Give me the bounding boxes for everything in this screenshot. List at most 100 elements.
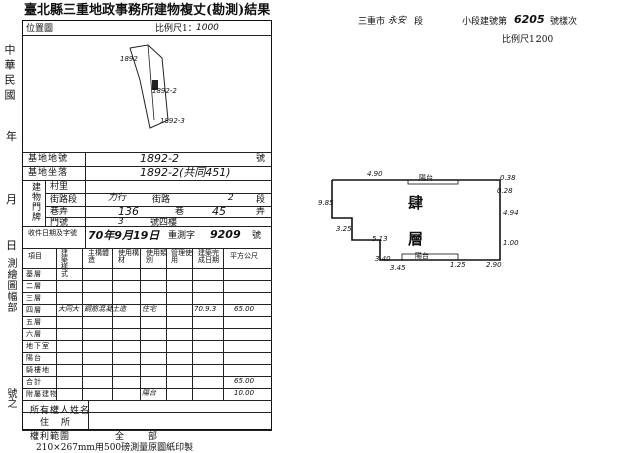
table-column-rule xyxy=(223,248,224,400)
table-column-rule xyxy=(56,248,57,400)
balcony-top-mark xyxy=(407,179,459,185)
rights-label: 權利範圍 xyxy=(30,432,71,442)
table-row-item: 陽台 xyxy=(26,354,42,362)
street-value2: 街路 xyxy=(152,195,171,205)
door-suffix: 號四樓 xyxy=(150,218,178,228)
position-map-label: 位置圖 xyxy=(26,24,54,34)
table-row-item: 六層 xyxy=(26,330,42,338)
alley-value: 45 xyxy=(212,205,226,218)
site-label: 基地坐落 xyxy=(28,168,69,178)
building-mark xyxy=(152,80,158,90)
floor-char-1: 肆 xyxy=(408,194,424,212)
table-row-item: 三層 xyxy=(26,294,42,302)
table-header-manage: 管理使用 xyxy=(171,249,192,264)
table-header-rule xyxy=(22,268,272,269)
owner-column-rule xyxy=(88,400,89,430)
table-row-item: 四層 xyxy=(26,306,42,314)
right-scale-value: 200 xyxy=(536,35,554,45)
subseg-no: 6205 xyxy=(514,13,545,26)
site-value: 1892-2(共同451) xyxy=(140,166,231,179)
table-row-rule xyxy=(22,340,272,341)
table-column-rule xyxy=(112,248,113,400)
table-row-item: 基層 xyxy=(26,270,42,278)
form-frame xyxy=(22,20,272,430)
dim-5: 3.25 xyxy=(336,225,352,233)
subseg-suffix: 號樣次 xyxy=(550,17,578,27)
alley-suffix: 弄 xyxy=(256,207,266,217)
footer-note: 210×267mm用500磅測量原圖紙印製 xyxy=(36,443,194,453)
address-label: 住所 xyxy=(40,418,83,428)
building-table: 項目 建築樣式 主構體造 使用構材 使用類別 管理使用 建築完成日期 平方公尺 … xyxy=(22,248,272,430)
lane-mid: 巷 xyxy=(175,207,185,217)
table-row-item: 騎樓地 xyxy=(26,366,50,374)
map-scale-label: 比例尺1： xyxy=(155,24,197,34)
table-row-rule xyxy=(22,280,272,281)
table-row-rule xyxy=(22,376,272,377)
dim-10: 1.25 xyxy=(450,261,466,269)
table-cell-struct: 鋼筋混凝土造 xyxy=(84,305,126,313)
margin-number-label: 號之 xyxy=(5,388,16,408)
dim-11: 2.90 xyxy=(486,261,502,269)
table-header-item: 項目 xyxy=(28,252,42,260)
margin-month: 月 xyxy=(6,193,17,206)
dim-6: 5.13 xyxy=(372,235,388,243)
margin-year: 年 xyxy=(6,130,17,143)
land-no-value: 1892-2 xyxy=(140,152,179,165)
table-row-rule xyxy=(22,388,272,389)
street-seg-suffix: 段 xyxy=(256,195,266,205)
table-row-item: 附屬建物 xyxy=(26,390,58,398)
village-label: 村里 xyxy=(50,182,69,192)
table-header-area: 平方公尺 xyxy=(230,252,258,260)
table-row-rule xyxy=(22,364,272,365)
right-header-place: 永安 xyxy=(388,16,407,26)
dim-7: 1.00 xyxy=(503,239,519,247)
door-label: 門號 xyxy=(50,218,69,228)
table-row-item: 五層 xyxy=(26,318,42,326)
balcony-bottom: 陽台 xyxy=(415,252,429,260)
dim-12: 0.28 xyxy=(497,187,513,195)
dim-3: 9.85 xyxy=(318,199,334,207)
dim-4: 4.94 xyxy=(503,209,519,217)
floor-outline xyxy=(331,179,501,261)
page-title: 臺北縣三重地政事務所建物複丈(勘測)結果 xyxy=(24,3,271,18)
margin-year-label: 中華民國 xyxy=(3,44,16,104)
table-row-rule xyxy=(22,400,272,401)
dim-1: 4.90 xyxy=(367,170,383,178)
table-header-struct: 主構體造 xyxy=(88,249,109,264)
map-scale-value: 1000 xyxy=(196,23,219,33)
owner-label: 所有權人姓名 xyxy=(30,406,91,416)
floor-char-2: 層 xyxy=(408,230,424,248)
table-row-rule xyxy=(22,352,272,353)
table-row-rule xyxy=(22,304,272,305)
table-row-item: 二層 xyxy=(26,282,42,290)
bldg-label: 建物門牌 xyxy=(30,182,40,222)
table-column-rule xyxy=(140,248,141,400)
right-header-prefix: 三重市 xyxy=(358,17,386,27)
land-no-label: 基地地號 xyxy=(28,154,69,164)
margin-day: 日 xyxy=(6,239,17,252)
dim-2: 0.38 xyxy=(500,174,516,182)
rights-value: 全部 xyxy=(115,432,182,442)
receipt-word: 重測字 xyxy=(168,231,196,241)
table-cell-area: 65.00 xyxy=(234,305,255,313)
street-value: 力行 xyxy=(108,193,127,203)
subseg-label: 小段建號第 xyxy=(462,17,508,27)
receipt-date: 70年9月19日 xyxy=(88,229,160,242)
table-cell-area: 65.00 xyxy=(234,377,255,385)
table-cell-area: 10.00 xyxy=(234,389,255,397)
table-row-rule xyxy=(22,292,272,293)
table-header-material: 使用構材 xyxy=(118,249,139,264)
receipt-suffix: 號 xyxy=(252,231,262,241)
lot-lower: 1892-2 xyxy=(152,87,177,95)
table-header-style: 建築樣式 xyxy=(61,249,68,278)
door-value: 3 xyxy=(118,217,124,227)
table-row-rule xyxy=(22,328,272,329)
table-cell-date: 70.9.3 xyxy=(194,305,217,313)
table-column-rule xyxy=(82,248,83,400)
table-column-rule xyxy=(192,248,193,400)
lane-label: 巷弄 xyxy=(50,207,69,217)
street-seg: 2 xyxy=(228,193,234,203)
position-sketch xyxy=(129,44,169,129)
lot-bottom: 1892-3 xyxy=(160,117,185,125)
balcony-bottom-mark xyxy=(401,253,459,261)
